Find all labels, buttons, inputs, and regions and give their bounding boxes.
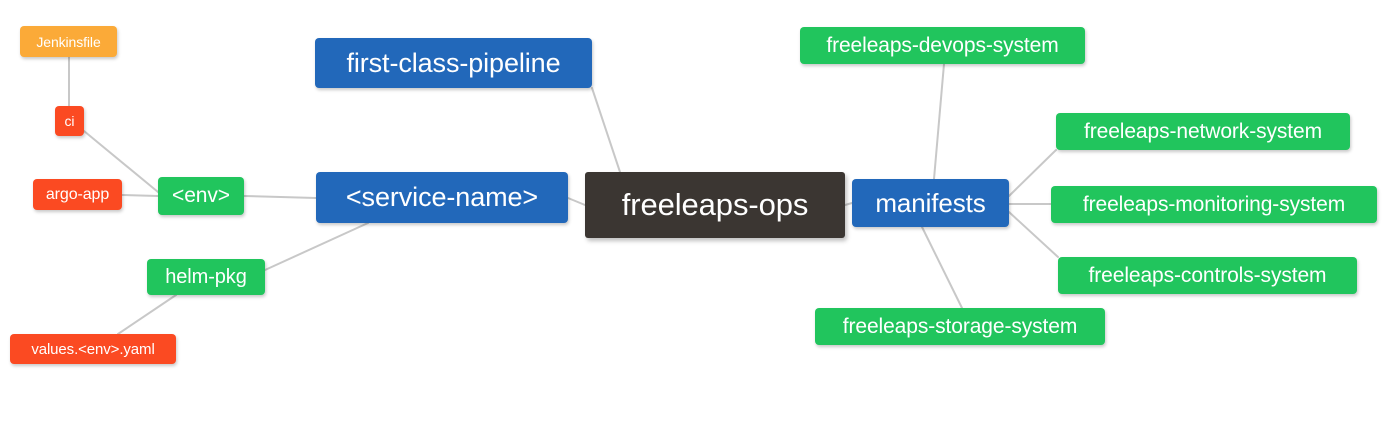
node-helm-pkg[interactable]: helm-pkg [147, 259, 265, 295]
node-argo-app[interactable]: argo-app [33, 179, 122, 210]
node-label-values-env-yaml: values.<env>.yaml [31, 340, 155, 358]
node-label-env: <env> [172, 184, 230, 207]
edge-service-name-to-env [243, 195, 317, 199]
node-label-argo-app: argo-app [45, 185, 110, 203]
edge-manifests-to-freeleaps-network-system [1008, 149, 1057, 197]
node-freeleaps-devops-system[interactable]: freeleaps-devops-system [800, 27, 1085, 64]
edge-freeleaps-ops-to-manifests [844, 202, 853, 206]
node-freeleaps-monitoring-system[interactable]: freeleaps-monitoring-system [1051, 186, 1377, 223]
node-freeleaps-controls-system[interactable]: freeleaps-controls-system [1058, 257, 1357, 294]
node-label-manifests: manifests [875, 187, 986, 218]
node-label-freeleaps-monitoring-system: freeleaps-monitoring-system [1082, 192, 1346, 216]
node-env[interactable]: <env> [158, 177, 244, 215]
node-label-freeleaps-storage-system: freeleaps-storage-system [842, 314, 1078, 338]
edge-freeleaps-ops-to-first-class-pipeline [591, 87, 621, 173]
edge-freeleaps-ops-to-service-name [567, 197, 586, 206]
node-label-helm-pkg: helm-pkg [165, 265, 247, 288]
node-manifests[interactable]: manifests [852, 179, 1009, 227]
edge-helm-pkg-to-values-env-yaml [117, 294, 177, 335]
node-freeleaps-storage-system[interactable]: freeleaps-storage-system [815, 308, 1105, 345]
node-ci[interactable]: ci [55, 106, 84, 136]
node-label-jenkinsfile: Jenkinsfile [36, 33, 101, 50]
edge-env-to-argo-app [121, 194, 159, 197]
node-label-first-class-pipeline: first-class-pipeline [346, 47, 561, 78]
node-label-ci: ci [64, 113, 75, 129]
node-label-freeleaps-devops-system: freeleaps-devops-system [826, 33, 1059, 57]
node-service-name[interactable]: <service-name> [316, 172, 568, 223]
node-values-env-yaml[interactable]: values.<env>.yaml [10, 334, 176, 364]
node-freeleaps-ops[interactable]: freeleaps-ops [585, 172, 845, 238]
edge-service-name-to-helm-pkg [264, 222, 369, 271]
node-label-service-name: <service-name> [345, 182, 539, 212]
node-label-freeleaps-controls-system: freeleaps-controls-system [1088, 263, 1327, 287]
node-label-freeleaps-network-system: freeleaps-network-system [1083, 119, 1322, 143]
edge-manifests-to-freeleaps-devops-system [933, 63, 945, 180]
node-freeleaps-network-system[interactable]: freeleaps-network-system [1056, 113, 1350, 150]
node-label-freeleaps-ops: freeleaps-ops [621, 187, 809, 222]
edge-manifests-to-freeleaps-storage-system [921, 226, 963, 309]
node-jenkinsfile[interactable]: Jenkinsfile [20, 26, 117, 57]
node-first-class-pipeline[interactable]: first-class-pipeline [315, 38, 592, 88]
